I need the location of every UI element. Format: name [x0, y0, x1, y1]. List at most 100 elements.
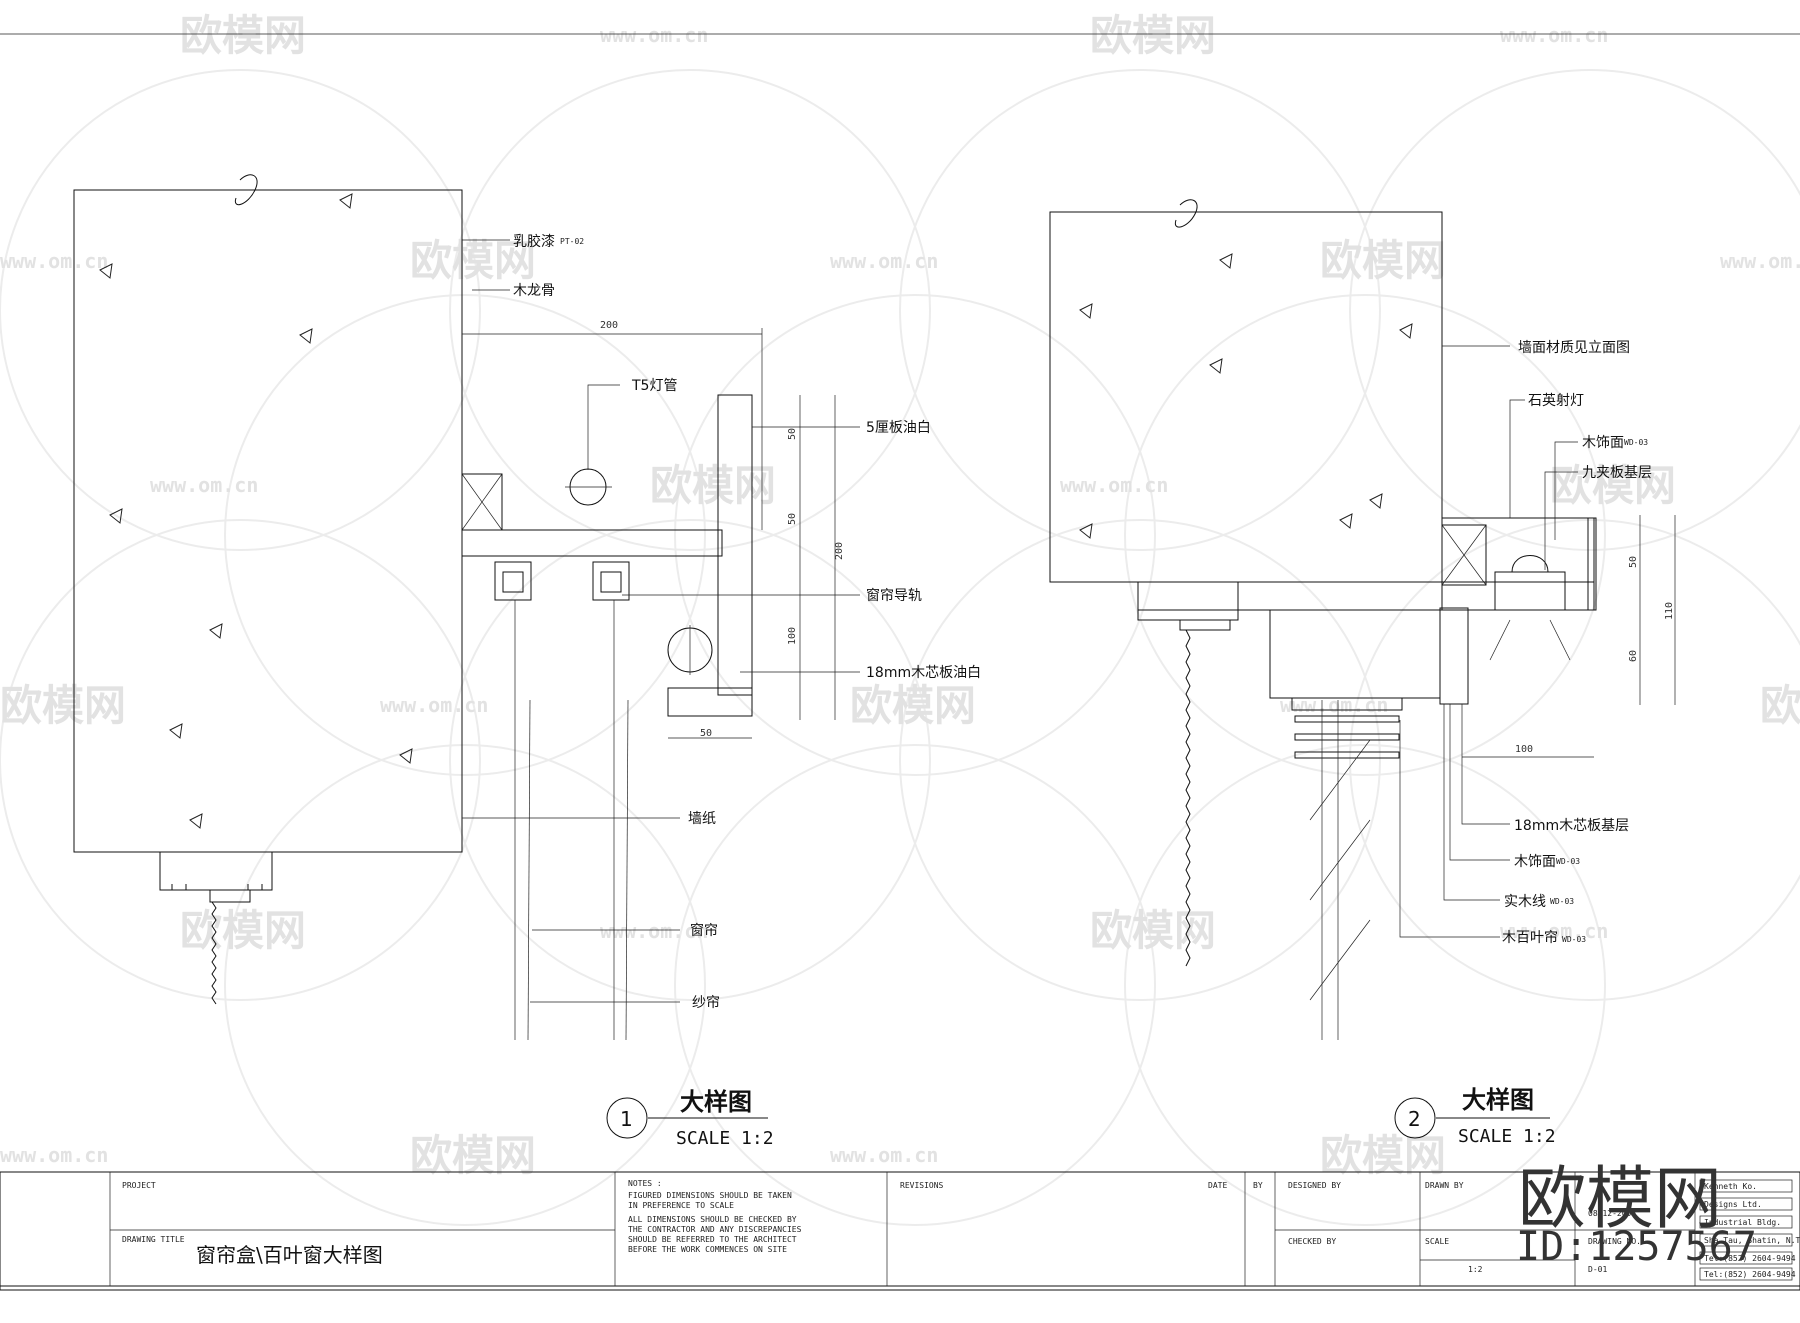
firm-line: Tel:(852) 2604-9494	[1704, 1270, 1796, 1279]
firm-line: Industrial Bldg.	[1704, 1218, 1781, 1227]
ceiling-board	[1137, 581, 1595, 611]
detail-number-circle	[1394, 1097, 1436, 1139]
label-wood-keel: 木龙骨	[513, 283, 555, 299]
drawing-title: 窗帘盒\百叶窗大样图	[196, 1243, 383, 1267]
label-curtain: 窗帘	[690, 922, 718, 939]
dim-side-b: 60	[1628, 650, 1639, 662]
background-watermarks: 欧模网 欧模网 www.om.cn www.om.cn 欧模网 欧模网 www.…	[0, 11, 1800, 1226]
watermark-brand: 欧模网	[0, 681, 126, 730]
label-ply9-base: 九夹板基层	[1582, 464, 1652, 481]
quartz-lamp-icon	[1494, 571, 1566, 611]
label-wood-blind: 木百叶帘	[1502, 930, 1558, 946]
note-line: BEFORE THE WORK COMMENCES ON SITE	[628, 1245, 787, 1254]
dim-side-total: 110	[1664, 602, 1675, 620]
tag-wood-finish: WD-03	[1624, 438, 1648, 447]
foreground-watermark: 欧模网 ID:1257567	[1516, 1160, 1757, 1270]
tag-wood-finish-2: WD-03	[1556, 857, 1580, 866]
watermark-url: www.om.cn	[1500, 23, 1608, 47]
dim-side-a: 50	[787, 428, 798, 440]
note-line: ALL DIMENSIONS SHOULD BE CHECKED BY	[628, 1215, 797, 1224]
firm-info: Kenneth Ko. Designs Ltd. Industrial Bldg…	[1699, 1179, 1800, 1281]
detail-scale: SCALE 1:2	[1458, 1126, 1556, 1147]
note-line: THE CONTRACTOR AND ANY DISCREPANCIES	[628, 1225, 802, 1234]
watermark-url: www.om.cn	[600, 919, 708, 943]
detail-title: 大样图	[1462, 1086, 1534, 1114]
blind-slats	[1291, 697, 1403, 759]
detail-1: 200 200 50 50 100 50 乳胶漆 PT-02 木龙骨 T5灯管 …	[73, 174, 981, 1149]
watermark-brand: 欧模网	[1550, 461, 1676, 510]
note-line: IN PREFERENCE TO SCALE	[628, 1201, 734, 1210]
scale-value: 1:2	[1468, 1265, 1483, 1274]
tag-solid-wood-line: WD-03	[1550, 897, 1574, 906]
date-value: 08-12-2005	[1588, 1209, 1636, 1218]
tag-latex-paint: PT-02	[560, 237, 584, 246]
dim-side-b: 50	[787, 513, 798, 525]
title-block: PROJECT DRAWING TITLE 窗帘盒\百叶窗大样图 NOTES :…	[0, 1171, 1800, 1291]
curtain-runners	[494, 561, 630, 601]
detail-number: 1	[620, 1107, 633, 1131]
label-checked-by: CHECKED BY	[1288, 1237, 1336, 1246]
curtain-box-top	[461, 529, 723, 557]
label-revisions: REVISIONS	[900, 1181, 944, 1190]
watermark-url: www.om.cn	[1060, 473, 1168, 497]
label-project: PROJECT	[122, 1181, 156, 1190]
watermark-brand: 欧模网	[1320, 236, 1446, 285]
watermark-brand: 欧模网	[1760, 681, 1800, 730]
label-blockboard-base: 18mm木芯板基层	[1514, 817, 1629, 834]
label-wood-finish: 木饰面	[1582, 435, 1624, 451]
dim-side-a: 50	[1628, 556, 1639, 568]
label-wall-material: 墙面材质见立面图	[1518, 340, 1630, 356]
watermark-url: www.om.cn	[1500, 919, 1608, 943]
dim-top: 200	[600, 320, 618, 331]
firm-line: Tel:(852) 2604-9494	[1704, 1254, 1796, 1263]
watermark-brand: 欧模网	[410, 236, 536, 285]
dim-bottom: 100	[1515, 744, 1533, 755]
watermark-id: ID:1257567	[1516, 1224, 1757, 1270]
dim-side-total: 200	[834, 542, 845, 560]
label-solid-wood-line: 实木线	[1504, 894, 1546, 910]
label-latex-paint: 乳胶漆	[513, 233, 555, 250]
watermark-url: www.om.cn	[0, 249, 108, 273]
watermark-brand: 欧模网	[180, 11, 306, 60]
break-mark	[1174, 199, 1198, 228]
watermark-brand: 欧模网	[850, 681, 976, 730]
label-sheer: 纱帘	[692, 995, 720, 1011]
label-drawing-title: DRAWING TITLE	[122, 1235, 185, 1244]
note-line: SHOULD BE REFERRED TO THE ARCHITECT	[628, 1235, 797, 1244]
note-line: FIGURED DIMENSIONS SHOULD BE TAKEN	[628, 1191, 792, 1200]
concrete-marks	[1079, 253, 1413, 539]
label-notes: NOTES :	[628, 1179, 662, 1188]
label-quartz-lamp: 石英射灯	[1528, 392, 1584, 409]
break-mark	[234, 174, 258, 206]
watermark-brand: 欧模网	[1320, 1131, 1446, 1180]
watermark-brand: 欧模网	[180, 906, 306, 955]
watermark-brand: 欧模网	[650, 461, 776, 510]
label-designed-by: DESIGNED BY	[1288, 1181, 1341, 1190]
tag-wood-blind: WD-03	[1562, 935, 1586, 944]
watermark-brand: 欧模网	[410, 1131, 536, 1180]
dim-bottom: 50	[700, 728, 712, 739]
detail-title: 大样图	[680, 1088, 752, 1116]
watermark-url: www.om.cn	[150, 473, 258, 497]
watermark-url: www.om.cn	[380, 693, 488, 717]
bottom-rail	[159, 852, 273, 891]
label-curtain-rail: 窗帘导轨	[866, 587, 922, 604]
label-date: DATE	[1208, 1181, 1227, 1190]
label-wood-finish-2: 木饰面	[1514, 854, 1556, 870]
watermark-url: www.om.cn	[1280, 693, 1388, 717]
watermark-url: www.om.cn	[0, 1143, 108, 1167]
label-plywood-5: 5厘板油白	[866, 420, 931, 436]
dim-side-c: 100	[787, 627, 798, 645]
firm-line: Sha Tau, Shatin, N.T.	[1704, 1236, 1800, 1245]
blind-cord	[1185, 629, 1191, 967]
label-by: BY	[1253, 1181, 1263, 1190]
firm-line: Designs Ltd.	[1704, 1200, 1762, 1209]
drawing-no: D-01	[1588, 1265, 1607, 1274]
label-scale: SCALE	[1425, 1237, 1449, 1246]
watermark-url: www.om.cn	[600, 23, 708, 47]
detail-number-circle	[606, 1097, 648, 1139]
watermark-url: www.om.cn	[830, 1143, 938, 1167]
watermark-brand-large: 欧模网	[1518, 1160, 1722, 1239]
